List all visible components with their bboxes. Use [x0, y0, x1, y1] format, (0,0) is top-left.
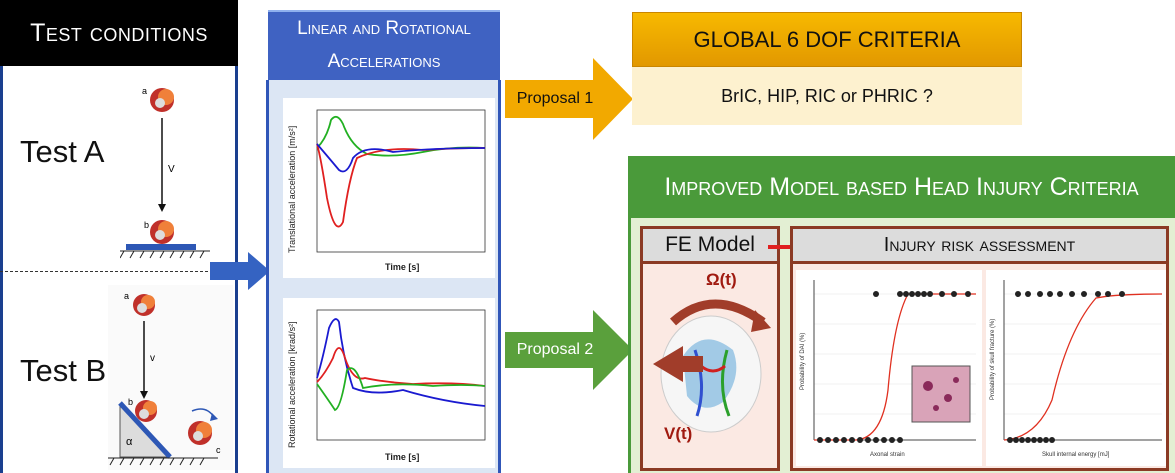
- head-model-icon: [150, 88, 174, 112]
- test-a-velocity: V: [168, 164, 175, 175]
- chart2-xlabel: Time [s]: [385, 452, 419, 462]
- head-model-icon: [188, 421, 212, 445]
- translational-acceleration-chart: Translational acceleration [m/s²] Time […: [283, 98, 495, 278]
- rotation-arrow-icon: [669, 299, 766, 326]
- omega-label: Ω(t): [706, 270, 737, 289]
- accelerations-title-line1: Linear and Rotational: [297, 18, 471, 39]
- global-criteria-title: GLOBAL 6 DOF CRITERIA: [632, 12, 1022, 67]
- chart1-xlabel: Time [s]: [385, 262, 419, 272]
- risk1-xlabel: Axonal strain: [870, 452, 905, 458]
- risk2-xlabel: Skull internal energy [mJ]: [1042, 452, 1110, 458]
- series-red-line: [316, 347, 486, 387]
- blue-flow-arrow-icon: [210, 252, 270, 290]
- rotational-acceleration-chart: Rotational acceleration [krad/s²] Time […: [283, 298, 495, 468]
- fe-head-model-illustration: [653, 299, 771, 433]
- test-a-point-a: a: [142, 86, 147, 96]
- fe-model-title: FE Model: [640, 226, 780, 264]
- proposal1-label: Proposal 1: [516, 90, 594, 107]
- velocity-label: V(t): [664, 424, 693, 443]
- risk2-ylabel: Probability of skull fracture (%): [990, 319, 996, 400]
- proposal2-arrow: Proposal 2: [505, 310, 633, 390]
- head-model-icon: [135, 400, 157, 422]
- proposal2-arrow-icon: [505, 310, 633, 390]
- series-blue-line: [316, 318, 486, 407]
- chart2-ylabel: Rotational acceleration [krad/s²]: [287, 321, 297, 448]
- test-a-label: Test A: [20, 134, 105, 169]
- series-green-line: [316, 367, 486, 412]
- test-b-label: Test B: [20, 353, 107, 388]
- histology-image: [911, 365, 971, 423]
- proposal1-arrow: Proposal 1: [505, 58, 633, 140]
- proposal2-label: Proposal 2: [516, 341, 594, 358]
- accelerations-title-line2: Accelerations: [327, 51, 441, 72]
- impact-plate: [126, 244, 196, 250]
- series-blue-line: [316, 143, 486, 173]
- translation-arrow-icon: [653, 346, 683, 382]
- test-a-diagram: a V b: [120, 86, 210, 259]
- test-b-point-a: a: [124, 291, 129, 301]
- divider: [0, 271, 238, 272]
- improved-criteria-title: Improved Model based Head Injury Criteri…: [628, 156, 1175, 218]
- risk1-ylabel: Probability of DAI (%): [800, 333, 806, 390]
- test-b-velocity: v: [150, 353, 155, 364]
- test-a-point-b: b: [144, 220, 149, 230]
- test-b-point-c: c: [216, 445, 221, 455]
- head-model-icon: [150, 220, 174, 244]
- dai-risk-chart: Probability of DAI (%) Axonal strain: [796, 270, 982, 466]
- test-b-diagram: a v b α c: [108, 285, 233, 470]
- inclined-plate: [118, 401, 172, 459]
- angle-label: α: [126, 436, 133, 448]
- test-b-point-b: b: [128, 397, 133, 407]
- test-conditions-title: Test conditions: [0, 0, 238, 66]
- accelerations-title: Linear and Rotational Accelerations: [268, 10, 500, 80]
- test-conditions-panel: Test conditions Test A a V b Test B: [0, 0, 238, 473]
- proposal1-arrow-icon: [505, 58, 633, 140]
- global-criteria-list: BrIC, HIP, RIC or PHRIC ?: [632, 67, 1022, 125]
- series-green-line: [316, 115, 486, 157]
- injury-risk-title: Injury risk assessment: [790, 226, 1169, 264]
- risk-curve-line: [814, 293, 976, 441]
- chart1-ylabel: Translational acceleration [m/s²]: [287, 126, 297, 253]
- head-model-icon: [133, 294, 155, 316]
- skull-fracture-risk-chart: Probability of skull fracture (%) Skull …: [986, 270, 1166, 466]
